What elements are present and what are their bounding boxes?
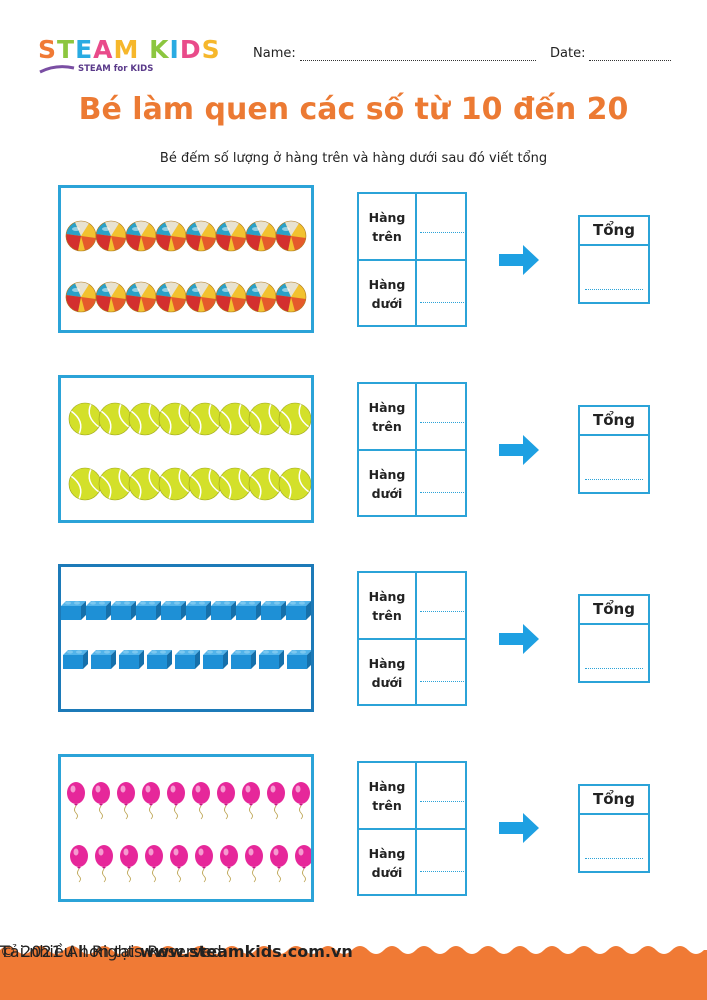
- exercise-4-total-box: Tổng: [578, 784, 650, 873]
- exercise-2-picture: [58, 375, 314, 523]
- lego-brick-rows: [61, 601, 311, 669]
- total-answer-line[interactable]: [585, 668, 643, 669]
- logo-wordmark: STEAM KIDS: [38, 35, 221, 64]
- exercise-3-total-box: Tổng: [578, 594, 650, 683]
- bottom-count-answer-line[interactable]: [420, 681, 464, 682]
- beach-ball-rows: [65, 220, 307, 313]
- exercise-1-total-box: Tổng: [578, 215, 650, 304]
- steam-kids-logo: STEAM KIDS STEAM for KIDS: [38, 36, 238, 76]
- top-count-answer-line[interactable]: [420, 801, 464, 802]
- arrow-right-icon: [499, 624, 539, 654]
- total-label: Tổng: [580, 596, 648, 625]
- total-label: Tổng: [580, 217, 648, 246]
- instruction-text: Bé đếm số lượng ở hàng trên và hàng dưới…: [159, 151, 548, 166]
- exercise-4-picture: [58, 754, 314, 902]
- top-count-answer-line[interactable]: [420, 611, 464, 612]
- bottom-count-answer-line[interactable]: [420, 492, 464, 493]
- date-label: Date:: [550, 46, 586, 61]
- bottom-count-answer-line[interactable]: [420, 871, 464, 872]
- name-field[interactable]: Name:: [253, 46, 536, 61]
- footer-more-text: Tải nhiều hơn tại: [0, 942, 135, 961]
- logo-swoosh-icon: [39, 65, 75, 74]
- total-answer-line[interactable]: [585, 858, 643, 859]
- footer-website-line: Tải nhiều hơn tại www.steamkids.com.vn: [0, 942, 707, 961]
- footer-website-link[interactable]: www.steamkids.com.vn: [139, 942, 353, 961]
- top-count-answer-line[interactable]: [420, 232, 464, 233]
- date-field[interactable]: Date:: [550, 46, 672, 61]
- page-title: Bé làm quen các số từ 10 đến 20: [78, 92, 629, 127]
- bottom-count-answer-line[interactable]: [420, 302, 464, 303]
- footer-copyright: © 2021 All Rights Reserved: [0, 942, 222, 961]
- arrow-right-icon: [499, 245, 539, 275]
- total-label: Tổng: [580, 786, 648, 815]
- arrow-right-icon: [499, 813, 539, 843]
- balloon-rows: [66, 781, 311, 883]
- total-answer-line[interactable]: [585, 289, 643, 290]
- top-count-answer-line[interactable]: [420, 422, 464, 423]
- date-line[interactable]: [589, 48, 672, 61]
- name-line[interactable]: [299, 48, 536, 61]
- name-label: Name:: [253, 46, 296, 61]
- total-answer-line[interactable]: [585, 479, 643, 480]
- exercise-1-picture: [58, 185, 314, 333]
- exercise-2-total-box: Tổng: [578, 405, 650, 494]
- tennis-ball-rows: [68, 402, 311, 501]
- arrow-right-icon: [499, 435, 539, 465]
- logo-tagline: STEAM for KIDS: [78, 64, 154, 74]
- total-label: Tổng: [580, 407, 648, 436]
- exercise-3-picture: [58, 564, 314, 712]
- footer-band: [0, 946, 707, 1000]
